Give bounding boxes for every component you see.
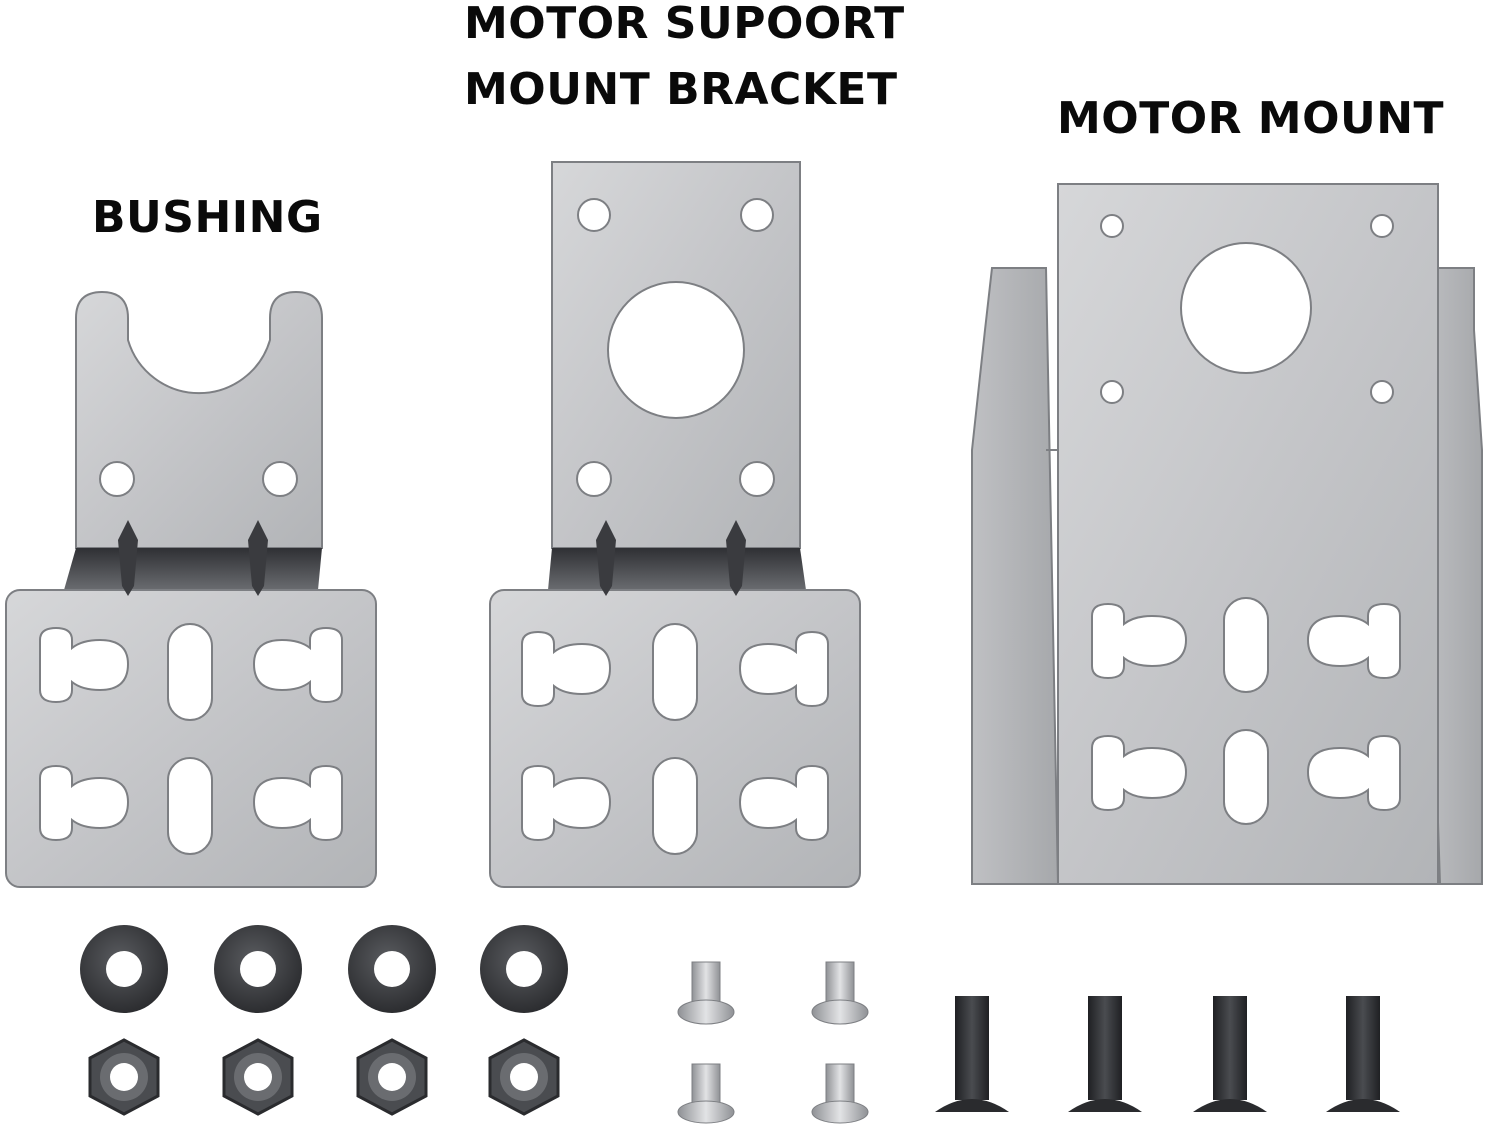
small-screws (677, 961, 869, 1124)
small-screw (811, 961, 869, 1025)
nut (356, 1038, 428, 1116)
motor-support-label-line2: MOUNT BRACKET (464, 64, 898, 115)
nuts (88, 1038, 560, 1116)
nut (88, 1038, 160, 1116)
large-screw (935, 996, 1009, 1112)
large-screw (1326, 996, 1400, 1112)
nut (222, 1038, 294, 1116)
large-screw (1068, 996, 1142, 1112)
motor-mount-bracket (971, 183, 1483, 885)
small-screw (677, 1063, 735, 1124)
washer (80, 925, 168, 1013)
motor-support-label-line1: MOTOR SUPOORT (464, 0, 905, 49)
bushing-label: BUSHING (92, 192, 323, 243)
motor-support-bracket (489, 161, 861, 888)
small-screw (677, 961, 735, 1025)
nut (488, 1038, 560, 1116)
large-screws (935, 996, 1400, 1112)
large-screw (1193, 996, 1267, 1112)
motor-mount-label: MOTOR MOUNT (1057, 93, 1445, 144)
bushing-bracket (5, 290, 377, 888)
washer (480, 925, 568, 1013)
washer (348, 925, 436, 1013)
washers (80, 925, 568, 1013)
small-screw (811, 1063, 869, 1124)
washer (214, 925, 302, 1013)
